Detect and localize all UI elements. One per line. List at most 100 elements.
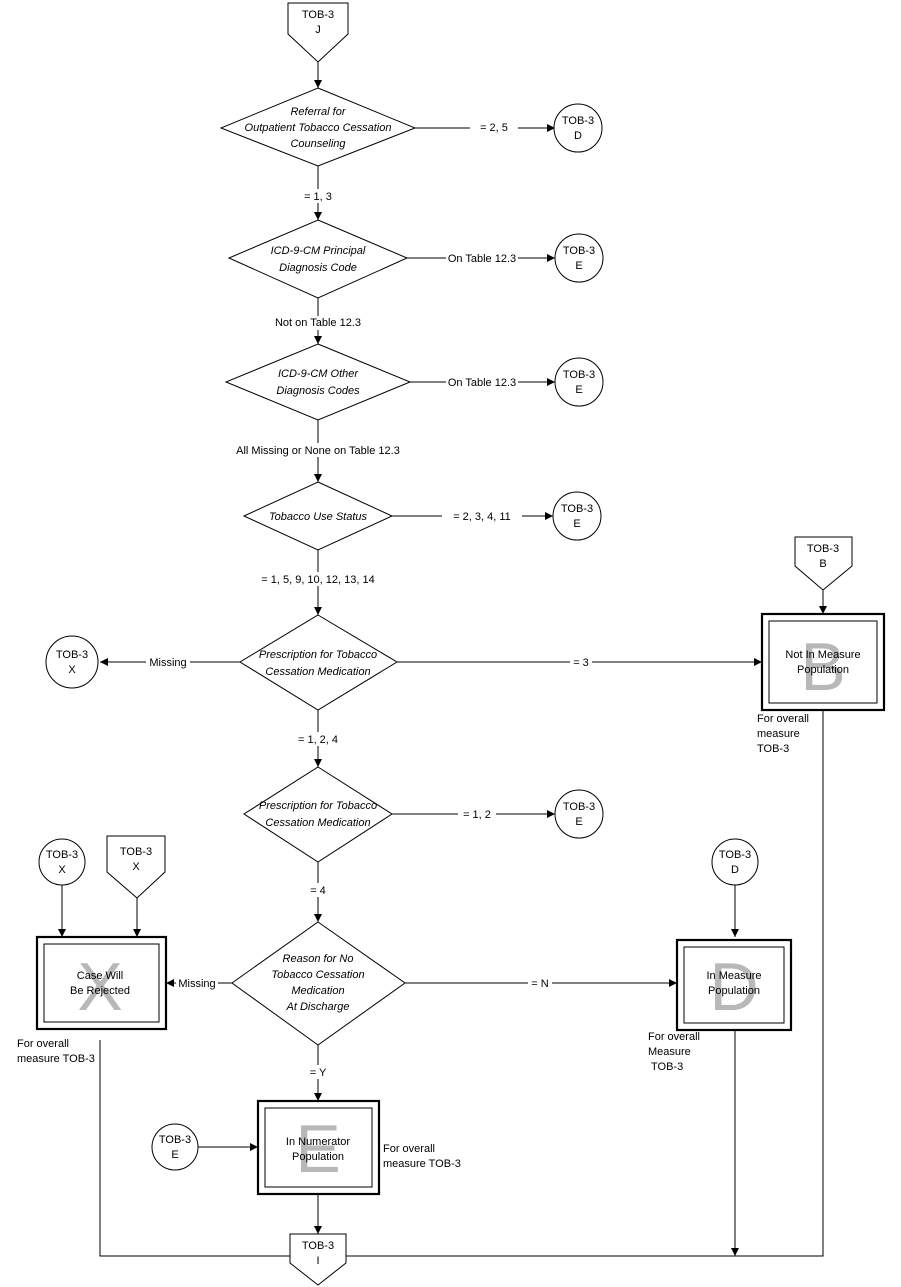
edge-label: = 1, 2, 4 <box>298 734 338 746</box>
decision-text: Reason for No <box>283 953 354 965</box>
decision-text: Referral for <box>290 106 346 118</box>
connector-letter: I <box>316 1255 319 1267</box>
connector-label: TOB-3 <box>302 1240 334 1252</box>
note-text: TOB-3 <box>651 1061 683 1073</box>
outcome-text: Be Rejected <box>70 985 130 997</box>
watermark-letter: X <box>77 949 122 1025</box>
edge-label: Not on Table 12.3 <box>275 317 361 329</box>
edge-label: = Y <box>310 1067 327 1079</box>
edge-label: = 3 <box>573 657 589 669</box>
edge-labels: = 2, 5 = 1, 3 On Table 12.3 Not on Table… <box>146 120 592 1079</box>
decision-text: ICD-9-CM Principal <box>271 245 366 257</box>
connector-circle-e4[interactable]: TOB-3 E <box>554 789 604 839</box>
offpage-connector-b[interactable]: TOB-3 B <box>794 536 853 591</box>
offpage-connector-bottom-i[interactable]: TOB-3 I <box>289 1233 347 1286</box>
note-text: TOB-3 <box>757 743 789 755</box>
outcome-note-in-measure: For overall Measure TOB-3 <box>648 1031 700 1073</box>
connector-letter: J <box>315 24 321 36</box>
outcome-text: Not In Measure <box>785 649 860 661</box>
outcome-text: Population <box>708 985 760 997</box>
note-text: measure <box>757 728 800 740</box>
connector-letter: D <box>574 130 582 142</box>
connector-letter: E <box>171 1149 178 1161</box>
decision-text: Tobacco Cessation <box>271 969 364 981</box>
decision-prescription-1[interactable]: Prescription for Tobacco Cessation Medic… <box>239 614 398 711</box>
decision-text: ICD-9-CM Other <box>278 368 359 380</box>
connector-circle-e1[interactable]: TOB-3 E <box>554 233 604 283</box>
outcome-text: Population <box>292 1151 344 1163</box>
decision-referral[interactable]: Referral for Outpatient Tobacco Cessatio… <box>219 87 417 167</box>
connector-letter: E <box>575 816 582 828</box>
outcome-text: Case Will <box>77 970 123 982</box>
outcome-in-numerator-population[interactable]: E In Numerator Population <box>256 1099 381 1196</box>
outcome-note-in-numerator: For overall measure TOB-3 <box>383 1143 461 1170</box>
connector-letter: X <box>58 864 66 876</box>
connector-circle-d2[interactable]: TOB-3 D <box>711 838 759 886</box>
edge-label: Missing <box>178 978 215 990</box>
decision-text: At Discharge <box>286 1001 350 1013</box>
outcome-text: Population <box>797 664 849 676</box>
edge-label: = 1, 3 <box>304 191 332 203</box>
decision-other-diagnosis[interactable]: ICD-9-CM Other Diagnosis Codes <box>224 343 412 421</box>
offpage-connector-x[interactable]: TOB-3 X <box>106 835 166 899</box>
decision-principal-diagnosis[interactable]: ICD-9-CM Principal Diagnosis Code <box>227 219 409 299</box>
connector-label: TOB-3 <box>719 849 751 861</box>
connector-letter: X <box>132 861 140 873</box>
connector-letter: E <box>573 518 580 530</box>
watermark-letter: E <box>295 1111 340 1187</box>
edge-label: On Table 12.3 <box>448 253 516 265</box>
connector-circle-e3[interactable]: TOB-3 E <box>552 491 602 541</box>
connector-label: TOB-3 <box>46 849 78 861</box>
note-text: measure TOB-3 <box>383 1158 461 1170</box>
outcome-in-measure-population[interactable]: D In Measure Population <box>675 938 793 1032</box>
connector-label: TOB-3 <box>562 115 594 127</box>
decision-text: Tobacco Use Status <box>269 511 368 523</box>
edge-label: = 1, 2 <box>463 809 491 821</box>
connector-label: TOB-3 <box>561 503 593 515</box>
connector-letter: E <box>575 384 582 396</box>
connector-circle-e5[interactable]: TOB-3 E <box>151 1123 199 1171</box>
outcome-case-will-be-rejected[interactable]: X Case Will Be Rejected <box>35 935 168 1031</box>
decision-reason-no-medication[interactable]: Reason for No Tobacco Cessation Medicati… <box>231 921 406 1046</box>
edge-label: = N <box>531 978 548 990</box>
outcome-text: In Numerator <box>286 1136 351 1148</box>
outcome-note-rejected: For overall measure TOB-3 <box>17 1038 95 1065</box>
decision-text: Counseling <box>290 138 346 150</box>
outcome-not-in-measure-population[interactable]: B Not In Measure Population <box>760 612 886 712</box>
note-text: measure TOB-3 <box>17 1053 95 1065</box>
edge-label: = 1, 5, 9, 10, 12, 13, 14 <box>261 574 374 586</box>
connector-letter: D <box>731 864 739 876</box>
edge-label: Missing <box>149 657 186 669</box>
edge-label: On Table 12.3 <box>448 377 516 389</box>
connector-circle-e2[interactable]: TOB-3 E <box>554 357 604 407</box>
decision-prescription-2[interactable]: Prescription for Tobacco Cessation Medic… <box>243 766 393 863</box>
connector-circle-x-left[interactable]: TOB-3 X <box>45 635 99 689</box>
connector-label: TOB-3 <box>120 846 152 858</box>
note-text: For overall <box>648 1031 700 1043</box>
watermark-letter: B <box>800 629 845 705</box>
decision-text: Medication <box>291 985 344 997</box>
offpage-connector-top-j[interactable]: TOB-3 J <box>287 2 349 63</box>
edge-label: = 2, 5 <box>480 122 508 134</box>
decision-tobacco-use-status[interactable]: Tobacco Use Status <box>242 481 394 551</box>
note-text: Measure <box>648 1046 691 1058</box>
connector-circle-x[interactable]: TOB-3 X <box>38 838 86 886</box>
outcome-text: In Measure <box>706 970 761 982</box>
connector-label: TOB-3 <box>563 801 595 813</box>
decision-text: Diagnosis Codes <box>276 385 360 397</box>
watermark-letter: D <box>709 949 758 1025</box>
connector-letter: E <box>575 260 582 272</box>
decision-text: Outpatient Tobacco Cessation <box>245 122 392 134</box>
connector-label: TOB-3 <box>56 649 88 661</box>
connector-label: TOB-3 <box>563 369 595 381</box>
connector-letter: B <box>819 558 826 570</box>
connector-circle-d1[interactable]: TOB-3 D <box>553 103 603 153</box>
connector-label: TOB-3 <box>807 543 839 555</box>
edge-label: = 2, 3, 4, 11 <box>453 511 511 523</box>
decision-text: Prescription for Tobacco <box>259 800 377 812</box>
connector-label: TOB-3 <box>563 245 595 257</box>
connector-letter: X <box>68 664 76 676</box>
decision-text: Prescription for Tobacco <box>259 649 377 661</box>
note-text: For overall <box>17 1038 69 1050</box>
